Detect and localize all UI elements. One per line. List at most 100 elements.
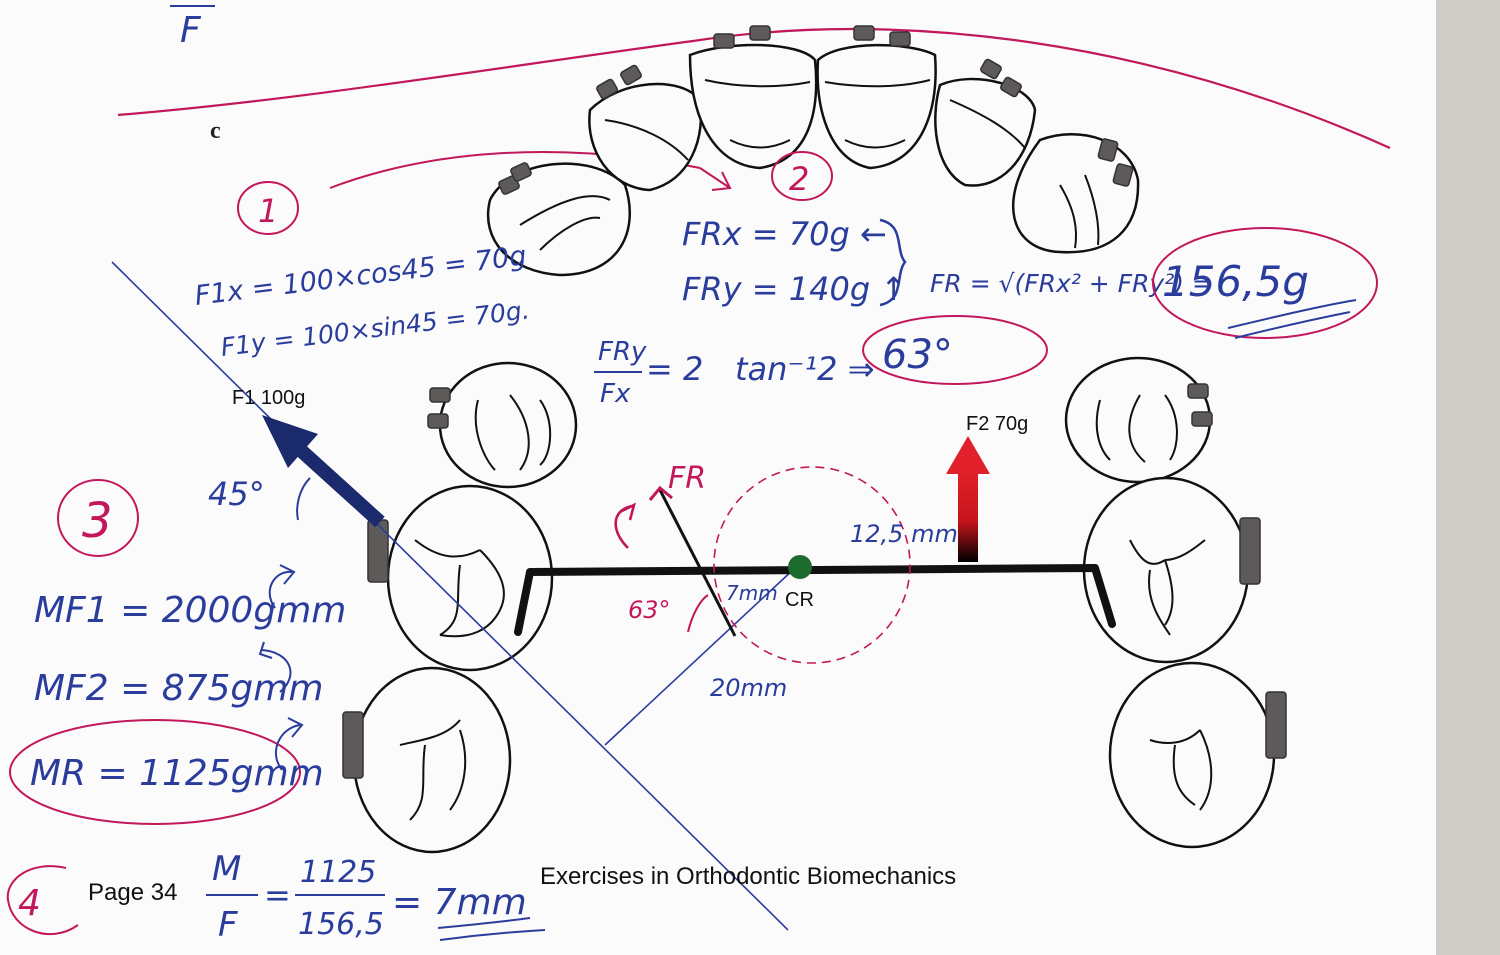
step-2-number: 2 [789, 160, 809, 198]
bracket [596, 78, 618, 100]
angle-45-label: 45° [208, 475, 265, 513]
tube-right-molar-1 [1239, 517, 1261, 585]
step-4-number: 4 [18, 883, 41, 924]
tube-left-molar-1 [367, 519, 389, 583]
moment-r-circle [9, 719, 301, 825]
top-fraction-fragment: F [180, 10, 202, 51]
tooth-groove [1059, 174, 1100, 249]
distance-7mm-label: 7mm [726, 581, 778, 605]
right-posterior-teeth [1064, 356, 1287, 849]
archwire [514, 564, 1116, 636]
step-2-circle [771, 151, 833, 201]
angle-result: 63° [882, 332, 953, 378]
bracket [1191, 411, 1213, 427]
f1-force-arrow-shaft [290, 439, 385, 528]
panel-letter: c [210, 118, 221, 144]
tooth-left-molar-2 [352, 666, 512, 854]
angle-63-label: 63° [628, 596, 671, 624]
step-3-number: 3 [82, 493, 113, 549]
tooth-left-premolar [438, 361, 578, 489]
tooth-right-molar-1 [1082, 476, 1250, 664]
distance-12-5mm-label: 12,5 mm [850, 520, 958, 548]
tooth-groove [399, 719, 467, 821]
f2-label: F2 70g [966, 413, 1028, 435]
resultant-rotation-arrow [614, 502, 636, 549]
resultant-force-arrow [658, 489, 737, 637]
angle-63-arc [687, 594, 709, 633]
tooth-right-central [816, 43, 937, 170]
mf-f: F [218, 905, 238, 945]
f1-label: F1 100g [232, 387, 305, 409]
moment-f2: MF2 = 875gmm [34, 668, 323, 709]
f1-force-arrow-head [262, 415, 318, 468]
moment-f2-cw-arrow [258, 641, 292, 693]
bracket [749, 25, 771, 41]
fr-value: 156,5g [1162, 257, 1309, 306]
bracket [620, 64, 642, 86]
step-1-number: 1 [258, 192, 278, 230]
ratio-numerator: FRy [598, 337, 647, 367]
step-3-circle [57, 479, 139, 557]
page-label: Page 34 [88, 879, 177, 906]
tooth-groove [1149, 729, 1213, 811]
upper-arch-red-curve [117, 27, 1391, 150]
tooth-groove [414, 539, 505, 638]
tooth-left-lateral [588, 82, 703, 192]
frx-equation: FRx = 70g ← [682, 215, 887, 253]
bracket [510, 162, 532, 182]
tooth-groove [1129, 539, 1206, 636]
tooth-groove [824, 79, 931, 149]
f2-force-arrow-head [946, 436, 990, 474]
perpendicular-distance-line [604, 567, 796, 746]
bracket [889, 31, 911, 47]
f2-force-arrow-shaft [958, 470, 978, 562]
bracket [429, 387, 451, 403]
fr-value-circle [1152, 227, 1378, 339]
tooth-right-molar-2 [1108, 661, 1276, 849]
bracket [1097, 138, 1119, 162]
tooth-groove [949, 99, 1026, 149]
tooth-groove [1095, 394, 1178, 463]
tube-right-molar-2 [1265, 691, 1287, 759]
step-4-circle [6, 865, 79, 935]
cr-dashed-circle [713, 466, 911, 664]
center-of-resistance-dot [788, 555, 812, 579]
bracket [1112, 163, 1134, 187]
tooth-right-premolar [1064, 356, 1212, 484]
tooth-groove [604, 119, 689, 161]
mf-result-underline [437, 917, 546, 941]
ratio-result: = 2 [646, 350, 703, 388]
tooth-left-central [688, 43, 818, 170]
bracket [1187, 383, 1209, 399]
tube-left-molar-2 [342, 711, 364, 779]
step-1-circle [237, 181, 299, 235]
moment-f1-ccw-arrow [268, 564, 296, 609]
distance-20mm-label: 20mm [710, 674, 787, 702]
tooth-groove [474, 394, 552, 471]
mf-result: = 7mm [392, 882, 527, 923]
moment-f1: MF1 = 2000gmm [34, 590, 346, 631]
moment-r: MR = 1125gmm [30, 753, 324, 794]
fr-vector-label: FR [668, 461, 706, 496]
book-title: Exercises in Orthodontic Biomechanics [540, 863, 956, 890]
anterior-teeth-arch [486, 25, 1140, 277]
bracket [427, 413, 449, 429]
mf-numerator: 1125 [300, 855, 376, 890]
tooth-groove [704, 79, 811, 149]
mf-denominator: 156,5 [298, 907, 384, 942]
angle-45-arc [296, 477, 311, 521]
moment-r-ccw-arrow [275, 717, 304, 771]
fr-formula: FR = √(FRx² + FRy²) = [930, 269, 1213, 298]
fr-value-underline [1227, 299, 1357, 339]
resultant-force-arrow-head [648, 485, 673, 501]
mf-m: M [212, 849, 241, 889]
tooth-groove [519, 195, 611, 251]
fry-equation: FRy = 140g ↑ [682, 270, 907, 308]
mf-equals: = [264, 876, 291, 914]
paper-edge-shadow [1436, 0, 1500, 955]
angle-result-circle [862, 315, 1048, 385]
cr-label: CR [785, 589, 814, 611]
curly-brace [879, 218, 907, 307]
ratio-denominator: Fx [600, 379, 631, 409]
